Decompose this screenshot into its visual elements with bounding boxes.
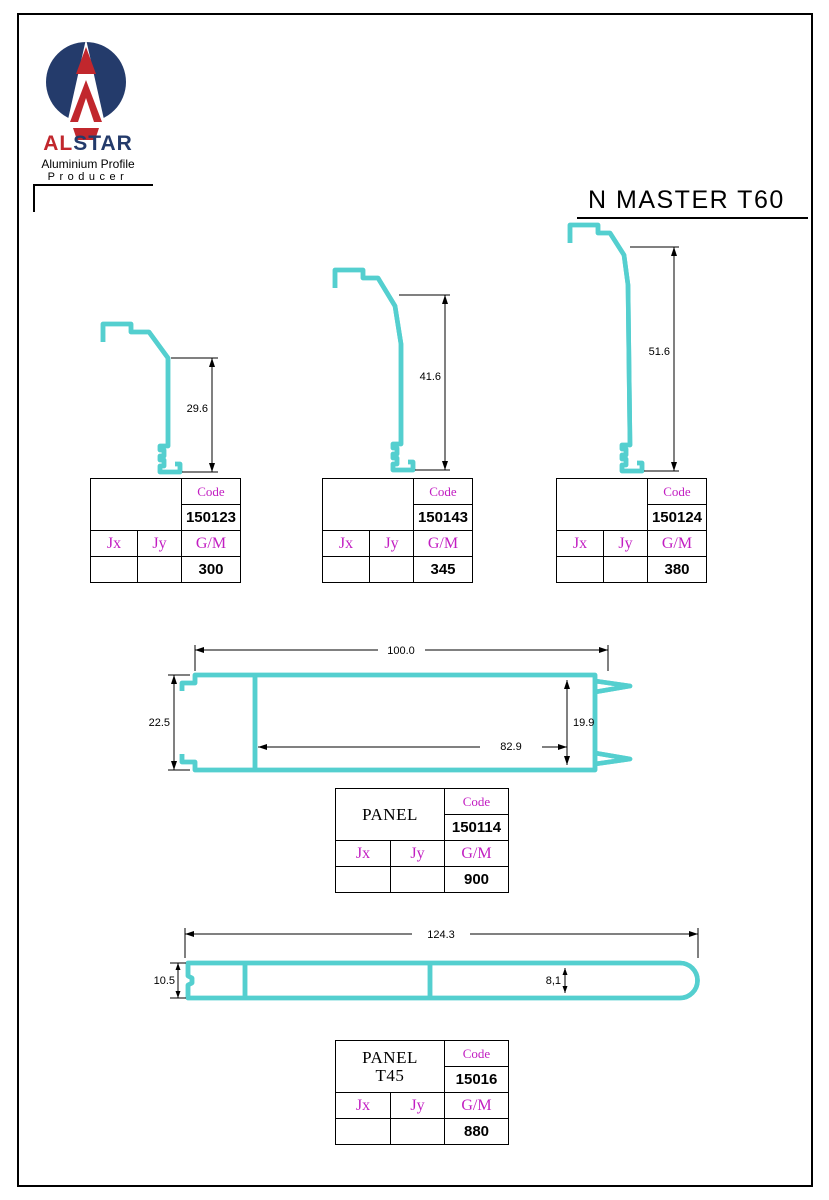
brand-name: ALSTAR [36,132,140,156]
gm-label: G/M [413,530,473,557]
code-value: 150143 [413,504,473,531]
jx-label: Jx [90,530,138,557]
brand-tagline-2: Producer [47,171,129,183]
gm-value: 345 [413,556,473,583]
logo-arrow-body-icon [70,80,102,122]
code-label: Code [444,1040,509,1067]
logo-arrow-head-icon [76,47,96,74]
dimension-label: 19.9 [573,717,594,729]
dimension-label: 22.5 [149,717,170,729]
dimension-width [184,928,699,958]
blank-cell [90,478,182,531]
logo-base-icon [73,128,99,140]
page-border [17,13,813,1187]
code-value: 15016 [444,1066,509,1093]
blank-cell [556,478,648,531]
gm-value: 300 [181,556,241,583]
brand-tagline-1: Aluminium Profile [41,157,135,171]
profile-outline [179,672,633,773]
spec-table-3: Code 150124 Jx Jy G/M 380 [556,478,707,583]
dimension-label: 10.5 [154,975,175,987]
gm-label: G/M [444,840,509,867]
jx-label: Jx [335,1092,391,1119]
spec-table-1: Code 150123 Jx Jy G/M 300 [90,478,241,583]
jx-value [335,866,391,893]
spec-table-2: Code 150143 Jx Jy G/M 345 [322,478,473,583]
code-value: 150114 [444,814,509,841]
blank-cell [322,478,414,531]
dimension-label: 51.6 [649,346,670,358]
code-value: 150123 [181,504,241,531]
jy-value [137,556,182,583]
jx-label: Jx [322,530,370,557]
gm-label: G/M [444,1092,509,1119]
jy-label: Jy [137,530,182,557]
dimension-label: 29.6 [187,403,208,415]
jy-value [390,1118,445,1145]
dimension-height [630,246,679,472]
dimension-label: 124.3 [427,929,455,941]
titleblock-line-horizontal [33,184,153,186]
jx-value [322,556,370,583]
code-label: Code [413,478,473,505]
code-label: Code [444,788,509,815]
dimension-height [171,357,218,473]
corner-profile-drawing-1: 29.6 [100,321,218,475]
dimension-label: 82.9 [500,741,521,753]
corner-profile-drawing-3: 51.6 [567,222,679,474]
gm-value: 880 [444,1118,509,1145]
title-underline [577,217,808,219]
panel-name: PANEL [335,788,445,841]
panel-profile-drawing: 100.0 22.5 19.9 82.9 [149,645,633,773]
brand-logo-icon [46,39,126,140]
corner-profile-drawing-2: 41.6 [332,267,450,473]
panel-spec-table: PANEL Code 150114 Jx Jy G/M 900 [335,788,509,893]
jy-value [390,866,445,893]
dimension-height [168,674,190,771]
jy-label: Jy [369,530,414,557]
code-label: Code [647,478,707,505]
brand-name-right: STAR [73,132,133,155]
gm-value: 380 [647,556,707,583]
jx-value [335,1118,391,1145]
jx-label: Jx [335,840,391,867]
code-label: Code [181,478,241,505]
jy-value [369,556,414,583]
dimension-height [399,294,450,471]
dimension-label: 100.0 [387,645,415,657]
code-value: 150124 [647,504,707,531]
panel-variant-text: T45 [375,1065,405,1085]
jy-label: Jy [390,840,445,867]
panel-name-text: PANEL [362,1047,418,1067]
jy-label: Jy [390,1092,445,1119]
dimension-width [194,645,609,671]
titleblock-line-vertical [33,184,35,212]
dimension-label: 41.6 [420,371,441,383]
page-title: N MASTER T60 [588,186,785,214]
jy-value [603,556,648,583]
gm-value: 900 [444,866,509,893]
panel-t45-profile-drawing: 124.3 10.5 8,1 [154,928,720,1001]
jx-label: Jx [556,530,604,557]
profile-outline [185,960,700,1001]
brand-name-left: AL [43,132,74,155]
jx-value [556,556,604,583]
gm-label: G/M [181,530,241,557]
jy-label: Jy [603,530,648,557]
gm-label: G/M [647,530,707,557]
dimension-label: 8,1 [546,975,561,987]
jx-value [90,556,138,583]
